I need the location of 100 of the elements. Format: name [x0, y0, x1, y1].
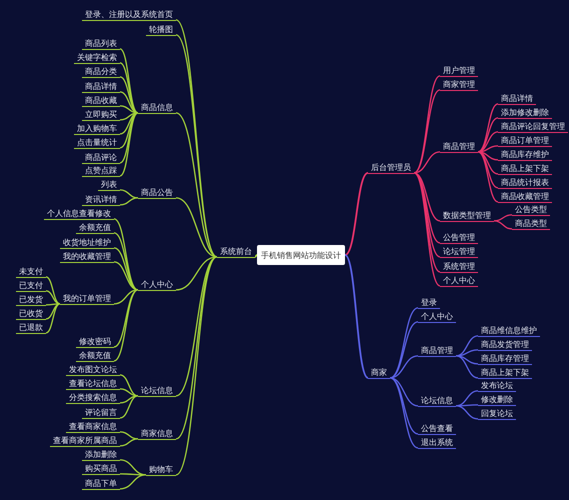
topic-label: 商品公告 — [138, 188, 176, 199]
branch-line — [478, 117, 498, 153]
topic-label: 商品详情 — [82, 82, 120, 93]
branch-line — [114, 232, 138, 290]
topic-label: 点赞点踩 — [82, 166, 120, 177]
branch-line — [344, 254, 369, 379]
topic-label: 发布论坛 — [478, 380, 516, 392]
branch-line — [120, 395, 138, 419]
branch-line — [176, 256, 218, 476]
branch-line — [390, 377, 418, 448]
topic-label: 个人中心 — [418, 312, 456, 323]
topic-label: 已收货 — [16, 308, 46, 320]
topic-label: 商品分类 — [82, 66, 120, 78]
branch-line — [478, 151, 498, 175]
branch-line — [120, 431, 138, 440]
topic-label: 商品信息 — [138, 102, 176, 114]
root-box: 手机销售网站功能设计 — [257, 245, 345, 265]
branch-line — [390, 307, 418, 378]
branch-line — [176, 256, 218, 396]
branch-line — [456, 404, 478, 407]
branch-line — [478, 151, 498, 189]
topic-label: 商品库存管理 — [478, 354, 532, 365]
branch-line — [120, 76, 138, 114]
topic-label: 个人信息查看修改 — [44, 208, 114, 220]
branch-line — [456, 355, 478, 379]
branch-line — [120, 112, 138, 164]
branch-line — [478, 151, 498, 202]
topic-label: 公告管理 — [440, 232, 478, 244]
topic-label: 分类搜索信息 — [66, 392, 120, 404]
branch-line — [120, 189, 138, 199]
branch-line — [456, 355, 478, 365]
topic-label: 论坛管理 — [440, 246, 478, 258]
topic-label: 商品库存维护 — [498, 150, 552, 161]
topic-label: 商品维信息维护 — [478, 326, 540, 337]
topic-label: 商品管理 — [418, 346, 456, 357]
topic-label: 公告类型 — [512, 204, 550, 216]
branch-line — [478, 103, 498, 152]
branch-line — [120, 112, 138, 135]
branch-line — [120, 438, 138, 447]
topic-label: 发布图文论坛 — [66, 364, 120, 376]
topic-label: 立即购买 — [82, 110, 120, 121]
branch-line — [390, 321, 418, 378]
branch-line — [46, 303, 60, 306]
topic-label: 我的订单管理 — [60, 294, 114, 305]
topic-label: 查看商家所属商品 — [50, 436, 120, 447]
topic-label: 商品详情 — [498, 94, 536, 105]
topic-label: 系统管理 — [440, 262, 478, 273]
branch-line — [120, 374, 138, 397]
topic-label: 商品管理 — [440, 142, 478, 153]
branch-line — [478, 131, 498, 153]
topic-label: 商品发货管理 — [478, 340, 532, 351]
topic-label: 已支付 — [16, 280, 46, 292]
branch-line — [114, 289, 138, 348]
topic-label: 余额充值 — [76, 350, 114, 362]
branch-line — [120, 473, 146, 476]
topic-label: 购买商品 — [82, 464, 120, 475]
branch-line — [114, 289, 138, 362]
branch-line — [176, 197, 218, 258]
branch-line — [114, 247, 138, 291]
branch-line — [120, 62, 138, 114]
topic-label: 登录、注册以及系统首页 — [82, 10, 176, 21]
topic-label: 退出系统 — [418, 438, 456, 449]
branch-line — [456, 335, 478, 357]
branch-line — [494, 214, 512, 222]
topic-label: 公告查看 — [418, 424, 456, 435]
topic-label: 后台管理员 — [368, 162, 414, 174]
topic-label: 修改删除 — [478, 394, 516, 406]
topic-label: 论坛信息 — [138, 386, 176, 397]
topic-label: 商品下单 — [82, 478, 120, 490]
topic-label: 数据类型管理 — [440, 210, 494, 222]
topic-label: 收货地址维护 — [60, 238, 114, 249]
branch-line — [46, 276, 60, 305]
topic-label: 商家 — [368, 368, 390, 379]
branch-line — [456, 349, 478, 357]
topic-label: 商品列表 — [82, 38, 120, 50]
topic-label: 商品上架下架 — [478, 368, 532, 379]
topic-label: 用户管理 — [440, 66, 478, 77]
branch-line — [114, 289, 138, 305]
topic-label: 商品收藏 — [82, 96, 120, 107]
branch-line — [120, 112, 138, 176]
topic-label: 点击量统计 — [74, 138, 120, 149]
topic-label: 商家信息 — [138, 428, 176, 440]
topic-label: 商品统计报表 — [498, 178, 552, 189]
branch-line — [390, 377, 418, 407]
topic-label: 商品收藏管理 — [498, 192, 552, 203]
branch-line — [114, 218, 138, 290]
branch-line — [176, 256, 218, 291]
branch-line — [46, 303, 60, 320]
topic-label: 查看论坛信息 — [66, 378, 120, 390]
branch-line — [344, 172, 368, 256]
topic-label: 加入购物车 — [74, 124, 120, 135]
topic-label: 登录 — [418, 298, 440, 309]
topic-label: 我的收藏管理 — [60, 252, 114, 263]
branch-line — [46, 303, 60, 334]
branch-line — [46, 290, 60, 305]
branch-line — [120, 474, 146, 490]
topic-label: 商家管理 — [440, 80, 478, 91]
topic-label: 系统前台 — [217, 246, 255, 258]
topic-label: 评论留言 — [82, 408, 120, 419]
topic-label: 修改密码 — [76, 336, 114, 348]
